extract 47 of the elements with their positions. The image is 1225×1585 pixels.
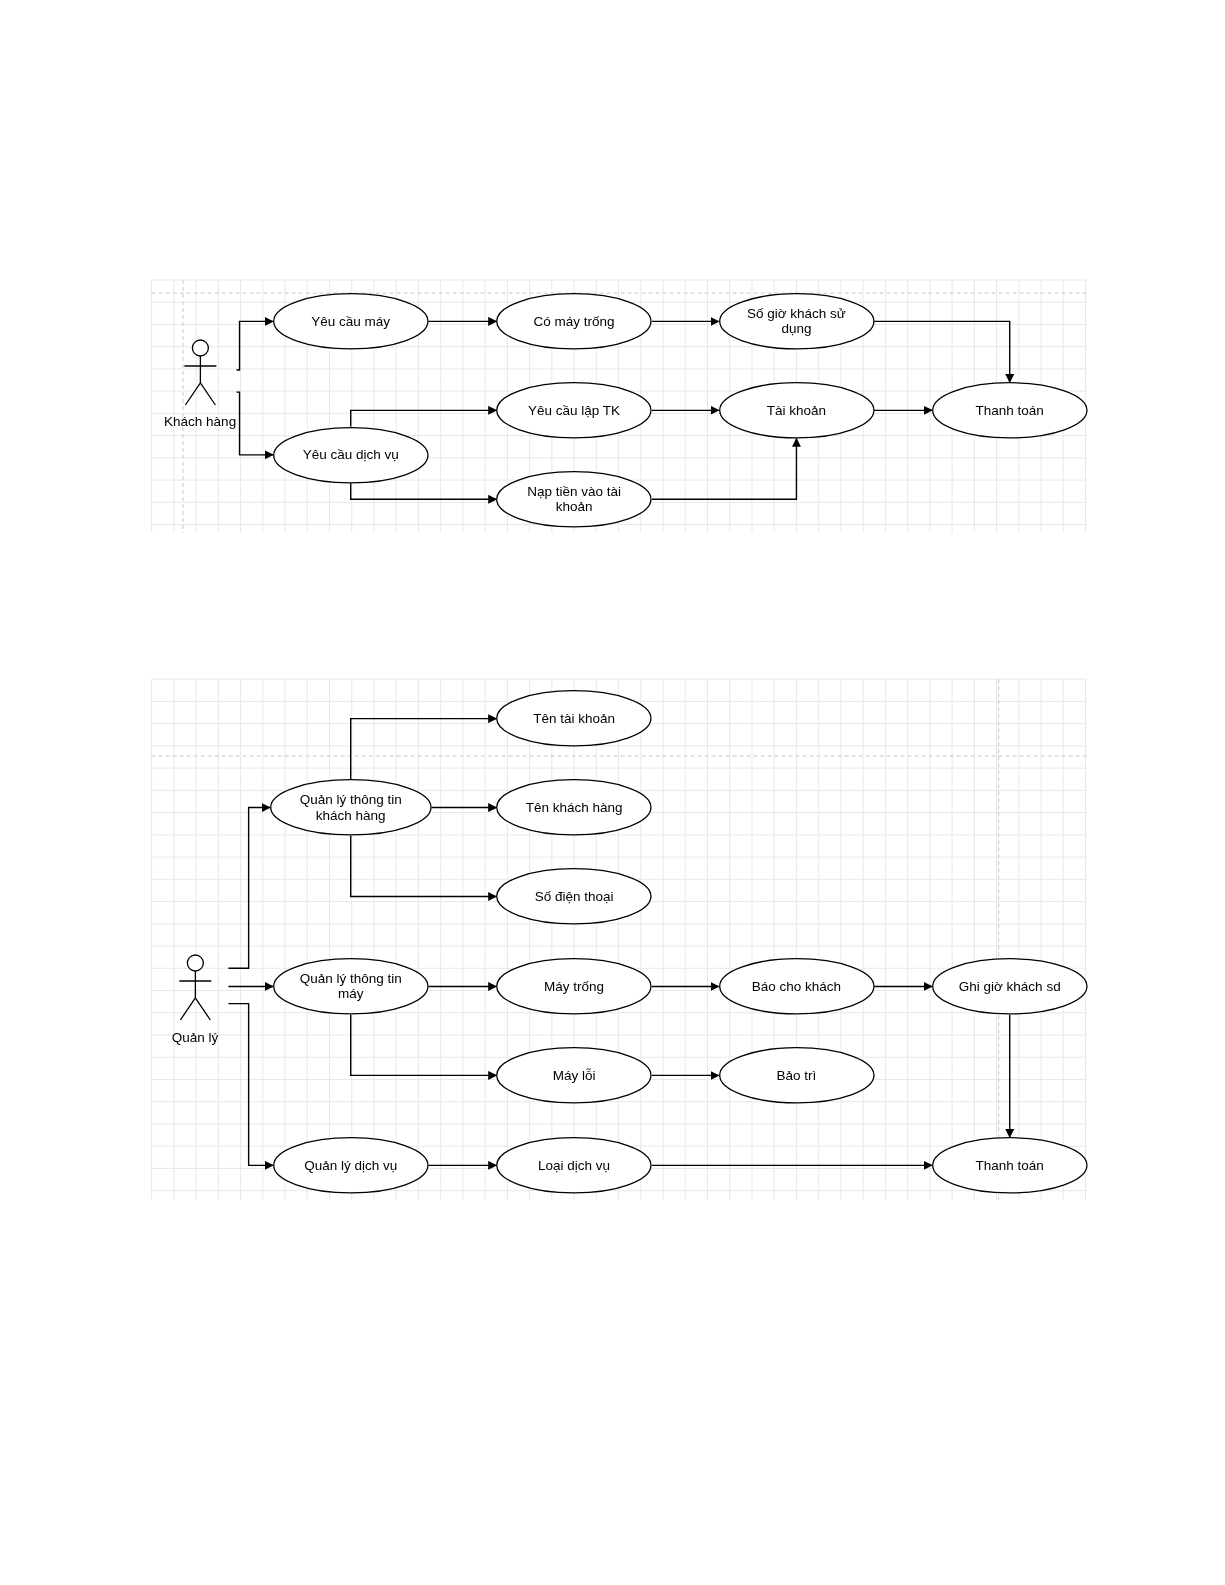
arrow bbox=[873, 320, 1015, 383]
use-case-label: Quản lý dịch vụ bbox=[304, 1157, 398, 1174]
use-case-label: Thanh toán bbox=[975, 402, 1044, 419]
arrow bbox=[651, 981, 720, 991]
use-case-label: Bảo trì bbox=[776, 1067, 817, 1084]
arrow bbox=[350, 482, 498, 504]
arrow bbox=[427, 316, 498, 326]
use-case-label: Máy lỗi bbox=[552, 1067, 596, 1084]
arrow bbox=[235, 391, 274, 460]
arrow bbox=[227, 803, 271, 969]
actor-label: Khách hàng bbox=[163, 414, 238, 430]
arrow bbox=[350, 405, 498, 428]
use-case-label: Số giờ khách sử dụng bbox=[745, 305, 847, 337]
use-case-label: Quản lý thông tin khách hàng bbox=[298, 792, 403, 824]
arrow bbox=[651, 437, 801, 500]
arrow bbox=[427, 1160, 498, 1170]
use-case-label: Có máy trống bbox=[533, 313, 615, 330]
use-case-label: Quản lý thông tin máy bbox=[298, 970, 403, 1002]
use-case-label: Báo cho khách bbox=[751, 978, 842, 995]
arrow bbox=[1005, 1014, 1015, 1138]
actor-label: Quản lý bbox=[170, 1029, 220, 1046]
use-case-label: Tên khách hàng bbox=[525, 799, 623, 816]
arrow bbox=[227, 1002, 274, 1170]
arrow bbox=[350, 1014, 498, 1080]
arrow bbox=[873, 405, 933, 415]
arrow bbox=[235, 316, 274, 371]
arrow bbox=[427, 981, 498, 991]
use-case-label: Thanh toán bbox=[975, 1157, 1044, 1174]
arrow bbox=[651, 405, 720, 415]
use-case-label: Tên tài khoản bbox=[533, 710, 615, 727]
arrow bbox=[227, 981, 274, 991]
use-case-label: Yêu cầu lập TK bbox=[528, 402, 621, 419]
arrow bbox=[651, 316, 720, 326]
use-case-label: Yêu cầu máy bbox=[311, 313, 391, 330]
arrow bbox=[350, 835, 498, 901]
arrow bbox=[651, 1160, 933, 1170]
arrow bbox=[873, 981, 933, 991]
arrow bbox=[651, 1070, 720, 1080]
use-case-label: Số điện thoại bbox=[534, 888, 614, 905]
use-case-label: Máy trống bbox=[544, 978, 605, 995]
arrow bbox=[350, 714, 498, 780]
use-case-label: Loại dịch vụ bbox=[538, 1157, 611, 1174]
use-case-label: Ghi giờ khách sd bbox=[958, 978, 1061, 995]
arrow bbox=[430, 803, 498, 813]
use-case-label: Tài khoản bbox=[766, 402, 827, 419]
use-case-label: Yêu cầu dịch vụ bbox=[302, 447, 399, 463]
use-case-label: Nạp tiền vào tài khoản bbox=[526, 483, 622, 515]
